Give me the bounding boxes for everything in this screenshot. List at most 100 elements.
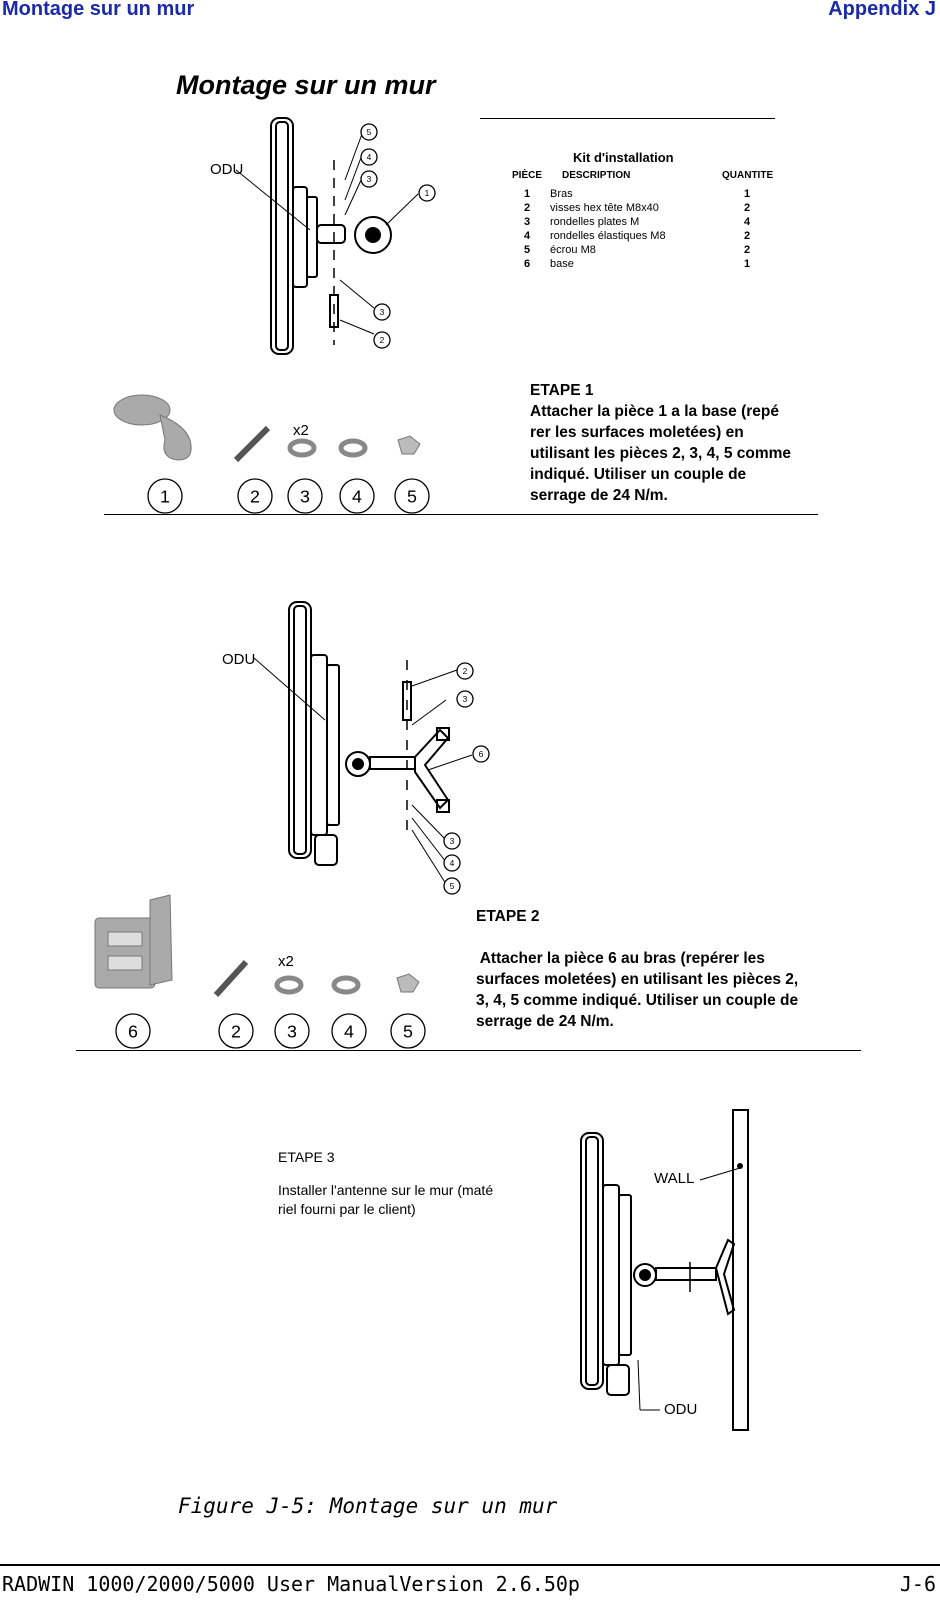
callout-number: 4 <box>367 152 372 162</box>
callout-number-circle <box>360 148 378 166</box>
step2-line-4: serrage de 24 N/m. <box>476 1013 614 1030</box>
odu-label-c: ODU <box>664 1401 697 1418</box>
kit-part-number: 3 <box>523 216 531 228</box>
callout-number-circle <box>373 303 391 321</box>
footer-rule <box>0 1564 940 1566</box>
callout-number-circle <box>443 877 461 895</box>
part-number: 6 <box>128 1021 138 1041</box>
odu-label-a: ODU <box>210 161 243 178</box>
part-number-circle <box>331 1013 367 1049</box>
figure-caption: Figure J-5: Montage sur un mur <box>178 1494 558 1518</box>
kit-part-description: Bras <box>550 188 573 200</box>
step1-divider <box>104 514 818 515</box>
step2-x2-label: x2 <box>278 953 294 970</box>
diagram-wall-mounted: WALL ODU <box>580 1109 749 1431</box>
callout-number-circle <box>360 123 378 141</box>
kit-part-quantity: 4 <box>744 216 751 228</box>
part-number: 3 <box>287 1021 297 1041</box>
kit-row: 5 écrou M8 2 <box>512 244 782 258</box>
callout-number-circle <box>456 690 474 708</box>
callout-number-circle <box>456 662 474 680</box>
callout-number: 2 <box>463 666 468 676</box>
step2-line-1: Attacher la pièce 6 au bras (repérer les <box>476 950 765 967</box>
kit-row: 2 visses hex tête M8x40 2 <box>512 202 782 216</box>
kit-row: 1 Bras 1 <box>512 188 782 202</box>
part-number-circle <box>390 1013 426 1049</box>
part-number-circle <box>147 478 183 514</box>
part-number: 3 <box>300 486 310 506</box>
kit-part-quantity: 1 <box>744 188 751 200</box>
step1-title: ETAPE 1 <box>530 382 594 399</box>
step2-divider <box>76 1050 861 1051</box>
step3-title: ETAPE 3 <box>278 1149 335 1165</box>
callout-number: 3 <box>463 694 468 704</box>
part-number-circle <box>115 1013 151 1049</box>
kit-part-quantity: 2 <box>744 202 751 214</box>
part-number: 5 <box>403 1021 413 1041</box>
step3-line-2: riel fourni par le client) <box>278 1201 416 1217</box>
callout-number-circle <box>472 745 490 763</box>
step2-line-2: surfaces moletées) en utilisant les pièc… <box>476 971 799 988</box>
callout-number: 5 <box>367 127 372 137</box>
kit-row: 4 rondelles élastiques M8 2 <box>512 230 782 244</box>
callout-number: 3 <box>367 174 372 184</box>
step2-text: ETAPE 2 Attacher la pièce 6 au bras (rep… <box>476 906 798 1032</box>
kit-col-quantity: QUANTITE <box>722 170 774 181</box>
part-number: 2 <box>231 1021 241 1041</box>
footer-page-number: J-6 <box>899 1572 936 1596</box>
kit-part-quantity: 2 <box>744 230 751 242</box>
kit-part-number: 6 <box>523 258 531 270</box>
step3-text: ETAPE 3 Installer l'antenne sur le mur (… <box>278 1148 493 1219</box>
kit-part-description: rondelles élastiques M8 <box>550 230 666 242</box>
kit-part-number: 2 <box>523 202 531 214</box>
kit-part-quantity: 2 <box>744 244 751 256</box>
kit-part-description: visses hex tête M8x40 <box>550 202 659 214</box>
callout-number: 3 <box>450 836 455 846</box>
running-header-appendix: Appendix J <box>828 0 936 20</box>
step1-line-3: utilisant les pièces 2, 3, 4, 5 comme <box>530 445 792 462</box>
part-number-circle <box>287 478 323 514</box>
kit-row: 6 base 1 <box>512 258 782 272</box>
part-number: 4 <box>344 1021 354 1041</box>
kit-part-number: 1 <box>523 188 531 200</box>
step1-line-5: serrage de 24 N/m. <box>530 487 668 504</box>
step3-line-1: Installer l'antenne sur le mur (maté <box>278 1182 494 1198</box>
callout-number: 2 <box>380 335 385 345</box>
kit-part-description: base <box>550 258 574 270</box>
part-number-circle <box>339 478 375 514</box>
odu-label-b: ODU <box>222 651 255 668</box>
callout-number: 3 <box>380 307 385 317</box>
kit-part-quantity: 1 <box>744 258 751 270</box>
callout-number: 6 <box>479 749 484 759</box>
wall-label: WALL <box>654 1170 694 1187</box>
callout-number-circle <box>373 331 391 349</box>
step1-x2-label: x2 <box>293 422 309 439</box>
kit-part-description: écrou M8 <box>550 244 596 256</box>
step1-text: ETAPE 1 Attacher la pièce 1 a la base (r… <box>530 380 791 506</box>
part-number-circle <box>274 1013 310 1049</box>
kit-title: Kit d'installation <box>573 150 674 165</box>
part-number: 1 <box>160 486 170 506</box>
running-header-title: Montage sur un mur <box>2 0 195 20</box>
step2-title: ETAPE 2 <box>476 908 540 925</box>
callout-number: 5 <box>450 881 455 891</box>
part-number-circle <box>218 1013 254 1049</box>
kit-part-description: rondelles plates M <box>550 216 640 228</box>
kit-col-piece: PIÈCE <box>512 170 543 181</box>
callout-number-circle <box>360 170 378 188</box>
step1-line-2: rer les surfaces moletées) en <box>530 424 744 441</box>
part-number: 4 <box>352 486 362 506</box>
part-number-circle <box>237 478 273 514</box>
kit-col-description: DESCRIPTION <box>562 170 631 181</box>
callout-number-circle <box>443 854 461 872</box>
callout-number-circle <box>443 832 461 850</box>
callout-number-circle <box>418 184 436 202</box>
step2-parts-illustration: x2 6 2 3 4 5 <box>94 894 426 1049</box>
part-number-circle <box>394 478 430 514</box>
part-number: 5 <box>407 486 417 506</box>
kit-row: 3 rondelles plates M 4 <box>512 216 782 230</box>
kit-part-number: 5 <box>523 244 531 256</box>
kit-part-number: 4 <box>523 230 531 242</box>
